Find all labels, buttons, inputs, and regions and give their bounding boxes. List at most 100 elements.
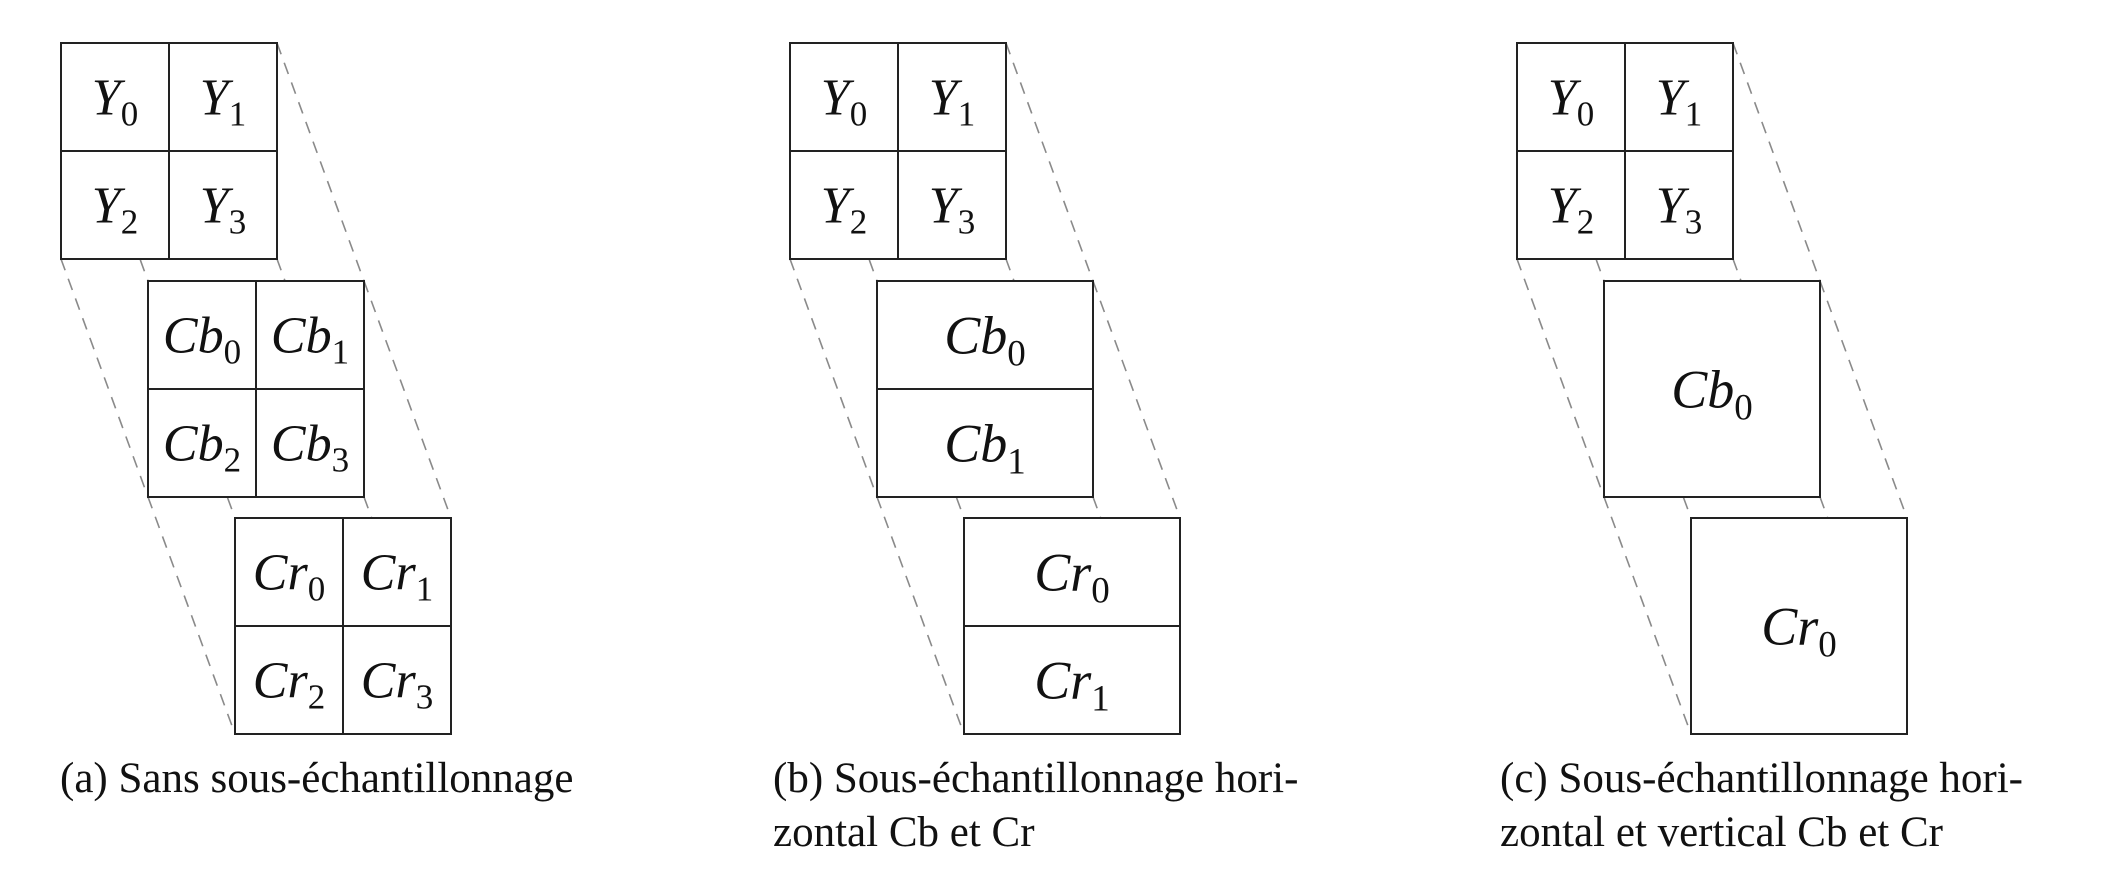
cell-label-base: Y	[200, 178, 234, 235]
cell-label: Cr0	[253, 545, 325, 609]
projection-line	[1005, 42, 1094, 282]
cell-label-subscript: 3	[416, 678, 434, 717]
cell-label: Cb3	[271, 416, 349, 480]
cell-label: Y2	[1548, 178, 1594, 242]
cell-label-subscript: 0	[121, 95, 139, 134]
cell-label-subscript: 3	[229, 203, 247, 242]
cr-block-frame	[1690, 517, 1908, 735]
cell-label-subscript: 0	[850, 95, 868, 134]
cell-label: Cb0	[1671, 359, 1753, 428]
cell-label-base: Y	[1548, 178, 1582, 235]
cell-label: Cr2	[253, 653, 325, 717]
cell-label-subscript: 0	[1734, 387, 1753, 428]
projection-line	[1516, 258, 1605, 498]
cell-label-base: Cb	[1671, 359, 1734, 419]
cell-label-subscript: 3	[958, 203, 976, 242]
caption-b-line-1: (b) Sous-échantillonnage hori-	[773, 755, 1299, 802]
cb-block-frame	[1603, 280, 1821, 498]
cell-label: Cr1	[361, 545, 433, 609]
cell-label: Cr0	[1034, 542, 1110, 611]
cell-label-subscript: 0	[1577, 95, 1595, 134]
cell-label-subscript: 1	[1685, 95, 1703, 134]
cell-label-subscript: 2	[224, 441, 242, 480]
cell-label: Cb1	[271, 308, 349, 372]
projection-line	[1092, 280, 1181, 519]
cell-label-base: Y	[1548, 70, 1582, 127]
projection-line	[363, 280, 452, 519]
cell-label-base: Cr	[1034, 650, 1092, 710]
cell-label: Y3	[200, 178, 246, 242]
cell-label-subscript: 0	[224, 333, 242, 372]
caption-b: (b) Sous-échantillonnage hori- zontal Cb…	[773, 752, 1373, 860]
cell-label-subscript: 2	[1577, 203, 1595, 242]
projection-line	[1603, 496, 1692, 735]
cell-label: Cb0	[944, 305, 1026, 374]
cell-label-subscript: 2	[850, 203, 868, 242]
cell-label-subscript: 1	[332, 333, 350, 372]
cell-label-base: Y	[92, 178, 126, 235]
cell-label-subscript: 1	[958, 95, 976, 134]
cell-label-base: Cb	[163, 416, 224, 473]
cell-label: Y1	[200, 70, 246, 134]
cell-label-subscript: 1	[1091, 678, 1110, 719]
cell-label-subscript: 3	[1685, 203, 1703, 242]
cell-label-base: Cb	[271, 308, 332, 365]
cell-label-base: Cr	[361, 653, 417, 710]
cell-label-base: Cb	[271, 416, 332, 473]
projection-line	[876, 496, 965, 735]
cell-label: Y1	[929, 70, 975, 134]
cell-label-subscript: 1	[416, 570, 434, 609]
cell-label: Y2	[821, 178, 867, 242]
cr-block: Cr0	[1690, 517, 1908, 735]
cell-label-base: Cb	[944, 413, 1007, 473]
caption-a: (a) Sans sous-échantillonnage	[60, 752, 573, 806]
projection-line	[276, 42, 365, 282]
cell-label-base: Y	[821, 70, 855, 127]
cell-label-base: Y	[200, 70, 234, 127]
cell-label-subscript: 0	[308, 570, 326, 609]
cell-label-subscript: 1	[229, 95, 247, 134]
cell-label-base: Cr	[1761, 596, 1819, 656]
cell-label-base: Y	[1656, 70, 1690, 127]
caption-a-line-1: (a) Sans sous-échantillonnage	[60, 755, 574, 802]
cell-label: Y0	[92, 70, 138, 134]
cell-label: Y2	[92, 178, 138, 242]
cell-label-base: Cr	[253, 545, 309, 602]
cell-label: Cr1	[1034, 650, 1110, 719]
cell-label: Cb1	[944, 413, 1026, 482]
cell-label: Cr3	[361, 653, 433, 717]
cell-label-base: Y	[929, 70, 963, 127]
caption-c-line-2: zontal et vertical Cb et Cr	[1500, 809, 1943, 856]
cell-label-base: Y	[92, 70, 126, 127]
cell-label-subscript: 1	[1007, 441, 1026, 482]
cell-label-subscript: 0	[1007, 333, 1026, 374]
cell-label-subscript: 0	[1091, 570, 1110, 611]
cell-label: Cb2	[163, 416, 241, 480]
cell-label-base: Cr	[253, 653, 309, 710]
cell-label-base: Cb	[944, 305, 1007, 365]
cell-label: Y3	[1656, 178, 1702, 242]
cb-block: Cb0	[1603, 280, 1821, 498]
cell-label: Y1	[1656, 70, 1702, 134]
cell-label-subscript: 2	[308, 678, 326, 717]
cell-label-base: Y	[821, 178, 855, 235]
projection-line	[60, 258, 149, 498]
cell-label-subscript: 3	[332, 441, 350, 480]
cell-label-subscript: 0	[1818, 624, 1837, 665]
cell-label-base: Y	[929, 178, 963, 235]
cell-label-subscript: 2	[121, 203, 139, 242]
caption-c: (c) Sous-échantillonnage hori- zontal et…	[1500, 752, 2120, 860]
cell-label-base: Y	[1656, 178, 1690, 235]
projection-line	[147, 496, 236, 735]
